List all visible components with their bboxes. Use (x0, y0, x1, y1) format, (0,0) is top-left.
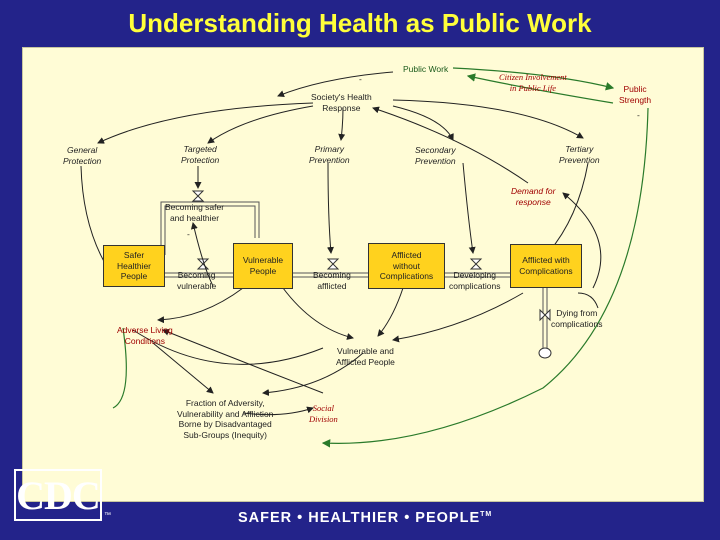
var-general-protection: General Protection (63, 145, 102, 166)
flow-becoming-vulnerable: Becoming vulnerable (177, 270, 217, 291)
footer-tagline-mark: TM (480, 511, 493, 519)
stock-safer-healthier-people: Safer Healthier People (103, 245, 165, 287)
stock-afflicted-with-complications: Afflicted with Complications (510, 244, 582, 288)
flow-becoming-safer: Becoming safer and healthier (165, 202, 225, 223)
var-vulnerable-and-afflicted: Vulnerable and Afflicted People (336, 346, 395, 367)
var-adverse-living-conditions: Adverse Living Conditions (117, 325, 173, 346)
public-work-loop (112, 67, 649, 448)
stock-vulnerable-people: Vulnerable People (233, 243, 293, 289)
var-citizen-involvement: Citizen Involvement in Public Life (499, 72, 567, 93)
causal-links (80, 71, 602, 416)
var-targeted-protection: Targeted Protection (181, 144, 220, 165)
cdc-logo-mark: ™ (104, 512, 111, 519)
stock-afflicted-without-complications: Afflicted without Complications (368, 243, 445, 289)
footer-tagline: SAFER • HEALTHIER • PEOPLETM (238, 510, 492, 526)
polarity-minus: - (187, 229, 190, 239)
var-secondary-prevention: Secondary Prevention (415, 145, 456, 166)
sink-cloud (538, 347, 552, 359)
polarity-minus: - (637, 110, 640, 120)
var-primary-prevention: Primary Prevention (309, 144, 350, 165)
slide-title: Understanding Health as Public Work (128, 8, 592, 38)
var-public-strength: Public Strength (619, 84, 652, 105)
flow-valves (191, 190, 551, 322)
var-demand-for-response: Demand for response (511, 186, 556, 207)
var-public-work: Public Work (403, 64, 449, 74)
var-tertiary-prevention: Tertiary Prevention (559, 144, 600, 165)
cdc-logo-text: CDC (16, 472, 101, 518)
flow-dying-from-complications: Dying from complications (551, 308, 603, 329)
flow-developing-complications: Developing complications (449, 270, 501, 291)
diagram-links (80, 67, 649, 448)
diagram-panel: Safer Healthier People Vulnerable People… (22, 47, 704, 502)
polarity-minus: - (359, 74, 362, 84)
cdc-logo: CDC (14, 469, 102, 521)
footer-tagline-text: SAFER • HEALTHIER • PEOPLE (238, 510, 481, 526)
var-social-division: Social Division (309, 403, 338, 424)
flow-becoming-afflicted: Becoming afflicted (313, 270, 351, 291)
var-fraction-of-adversity: Fraction of Adversity, Vulnerability and… (177, 398, 274, 440)
var-societys-response: Society's Health Response (311, 92, 372, 113)
